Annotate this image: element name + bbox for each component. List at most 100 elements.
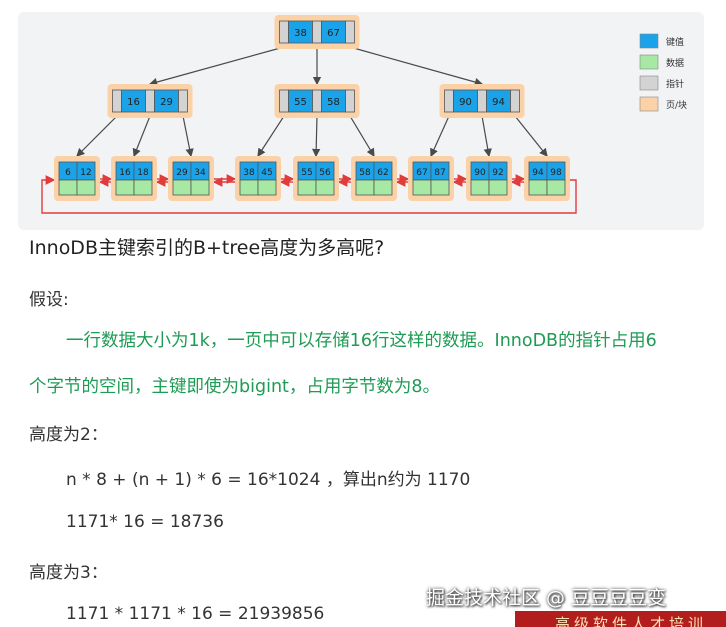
key-label: 29	[176, 168, 188, 178]
tree-edge	[182, 115, 194, 158]
data-cell	[115, 179, 135, 196]
key-label: 6	[65, 168, 71, 178]
data-cell	[190, 179, 210, 196]
pointer-cell	[312, 89, 322, 113]
leaf-node: 90 92	[466, 156, 512, 201]
legend-swatch	[639, 33, 659, 49]
data-cell	[488, 179, 508, 196]
pointer-cell	[145, 89, 155, 113]
data-cell	[297, 179, 317, 196]
pointer-cell	[345, 89, 355, 113]
key-label: 58	[359, 168, 371, 178]
key-label: 12	[80, 168, 91, 178]
key-label: 16	[119, 168, 131, 178]
pointer-cell	[178, 89, 188, 113]
data-cell	[470, 179, 490, 196]
tree-edge	[481, 115, 492, 158]
data-cell	[528, 179, 548, 196]
key-label: 34	[194, 168, 206, 178]
pointer-cell	[279, 89, 289, 113]
key-label: 94	[532, 168, 544, 178]
tree-edge	[76, 115, 118, 157]
data-cell	[257, 179, 277, 196]
leaf-node: 94 98	[524, 156, 570, 201]
assumption-line-1: 一行数据大小为1k，一页中可以存储16行这样的数据。InnoDB的指针占用6	[66, 331, 657, 351]
pointer-cell	[345, 20, 355, 44]
edge-layer	[41, 46, 577, 214]
data-cell	[172, 179, 192, 196]
tree-edge	[349, 115, 375, 158]
banner-text: 高级软件人才培训	[555, 615, 708, 627]
pointer-cell	[444, 89, 454, 113]
data-cell	[315, 179, 335, 196]
data-cell	[373, 179, 393, 196]
assumption-label: 假设:	[29, 290, 69, 310]
height-2-label: 高度为2：	[29, 425, 108, 445]
legend-label: 指针	[666, 78, 684, 90]
tree-edge	[148, 46, 285, 87]
key-label: 45	[261, 168, 272, 178]
key-label: 18	[137, 168, 149, 178]
data-cell	[58, 179, 78, 196]
banner-strip: 高级软件人才培训	[515, 611, 726, 627]
tree-edge	[430, 115, 450, 158]
assumption-line-2: 个字节的空间，主键即使为bigint，占用字节数为8。	[29, 377, 441, 397]
data-cell	[239, 179, 259, 196]
pointer-cell	[112, 89, 122, 113]
height-2-result: 1171* 16 = 18736	[66, 512, 224, 532]
question-heading: InnoDB主键索引的B+tree高度为多高呢?	[29, 237, 385, 259]
key-label: 90	[474, 168, 486, 178]
key-label: 29	[160, 97, 173, 108]
height-3-label: 高度为3：	[29, 563, 108, 583]
key-label: 98	[550, 168, 562, 178]
legend-label: 页/块	[666, 99, 687, 111]
height-2-formula: n * 8 + (n + 1) * 6 = 16*1024 ，算出n约为 117…	[66, 470, 471, 490]
key-label: 92	[492, 168, 503, 178]
data-cell	[412, 179, 432, 196]
root-node: 38 67	[274, 15, 360, 49]
key-label: 87	[434, 168, 445, 178]
pointer-cell	[279, 20, 289, 44]
legend-swatch	[639, 96, 659, 112]
key-label: 55	[301, 168, 312, 178]
legend-label: 数据	[666, 57, 684, 69]
data-cell	[76, 179, 96, 196]
legend-swatch	[639, 75, 659, 91]
key-label: 38	[243, 168, 255, 178]
wraparound-link	[41, 175, 577, 214]
tree-edge	[514, 115, 548, 157]
tree-edge	[257, 115, 285, 158]
pointer-cell	[477, 89, 487, 113]
key-label: 38	[294, 28, 307, 39]
height-3-formula: 1171 * 1171 * 16 = 21939856	[66, 604, 325, 624]
leaf-node: 55 56	[293, 156, 339, 201]
leaf-node: 58 62	[351, 156, 397, 201]
leaf-node: 6 12	[54, 156, 100, 201]
key-label: 67	[327, 28, 340, 39]
legend-swatch	[639, 54, 659, 70]
tree-edge	[311, 115, 321, 158]
data-cell	[430, 179, 450, 196]
key-label: 55	[294, 97, 307, 108]
leaf-node: 29 34	[168, 156, 214, 201]
pointer-cell	[312, 20, 322, 44]
data-cell	[546, 179, 566, 196]
key-label: 62	[377, 168, 388, 178]
data-cell	[355, 179, 375, 196]
data-cell	[133, 179, 153, 196]
leaf-node: 38 45	[235, 156, 281, 201]
tree-edge	[132, 115, 151, 158]
key-label: 56	[319, 168, 331, 178]
legend-label: 键值	[666, 36, 684, 48]
pointer-cell	[510, 89, 520, 113]
key-label: 94	[492, 97, 505, 108]
